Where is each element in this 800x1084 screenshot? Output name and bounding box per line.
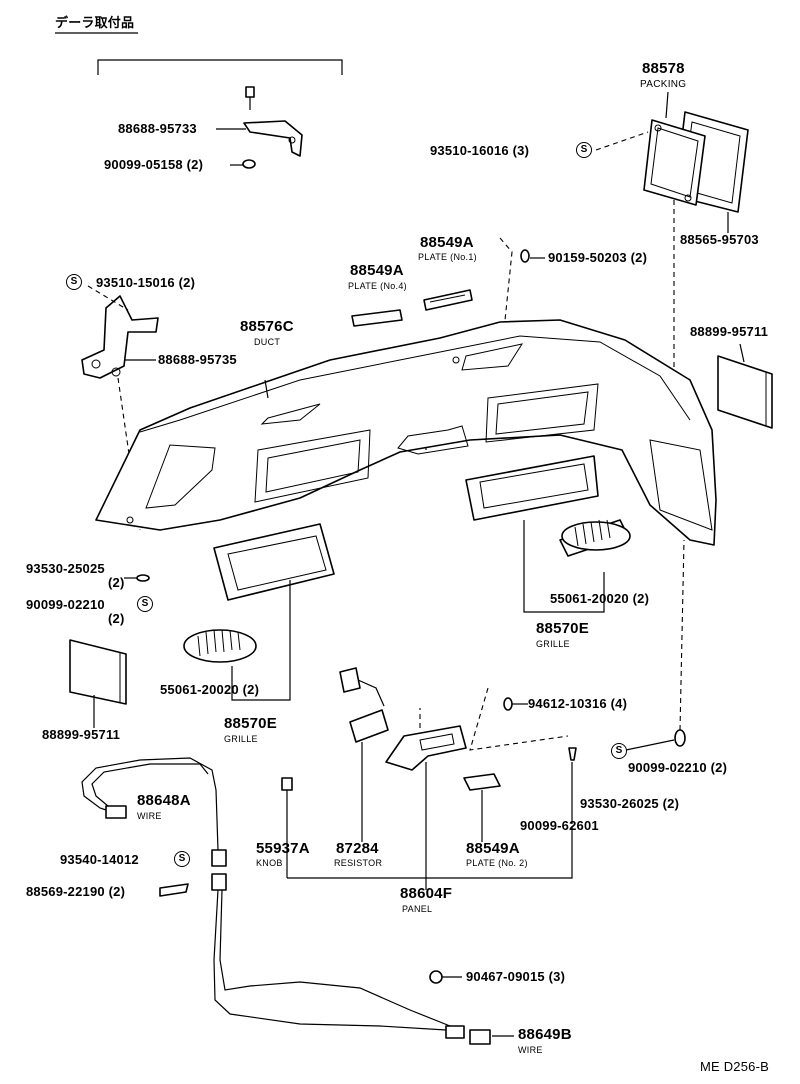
s-symbol: S bbox=[137, 596, 153, 612]
s-symbol: S bbox=[174, 851, 190, 867]
part-93510-16016: 93510-16016 (3) bbox=[430, 143, 530, 158]
part-88549A-no1-name: PLATE (No.1) bbox=[418, 252, 477, 262]
plate-no4 bbox=[351, 309, 403, 327]
part-55937A-name: KNOB bbox=[256, 858, 283, 868]
part-55061-20020-right: 55061-20020 (2) bbox=[550, 591, 650, 606]
part-88570E-right: 88570E bbox=[536, 620, 589, 637]
part-90099-02210-left: 90099-02210 bbox=[26, 597, 105, 612]
part-93530-26025: 93530-26025 (2) bbox=[580, 796, 680, 811]
part-88576C: 88576C bbox=[240, 318, 294, 335]
card-right bbox=[717, 343, 773, 429]
part-88649B-name: WIRE bbox=[518, 1045, 543, 1055]
s-symbol: S bbox=[576, 142, 592, 158]
part-88899-95711-right: 88899-95711 bbox=[690, 324, 769, 339]
part-88570E-right-name: GRILLE bbox=[536, 639, 570, 649]
part-87284: 87284 bbox=[336, 840, 379, 857]
part-88604F: 88604F bbox=[400, 885, 453, 902]
panel-88604F bbox=[385, 448, 569, 878]
part-55061-20020-left: 55061-20020 (2) bbox=[160, 682, 260, 697]
header-title: デーラ取付品 bbox=[55, 15, 135, 30]
part-88549A-no4-name: PLATE (No.4) bbox=[348, 281, 407, 291]
part-93530-25025-qty: (2) bbox=[108, 575, 125, 590]
part-88578: 88578 bbox=[642, 60, 685, 77]
part-93540-14012: 93540-14012 bbox=[60, 852, 139, 867]
part-88899-95711-left: 88899-95711 bbox=[42, 727, 121, 742]
grille-right bbox=[465, 455, 631, 613]
part-90099-62601: 90099-62601 bbox=[520, 818, 599, 833]
bracket-88688-95733 bbox=[216, 86, 303, 169]
s-symbol: S bbox=[66, 274, 82, 290]
part-55937A: 55937A bbox=[256, 840, 310, 857]
part-88570E-left: 88570E bbox=[224, 715, 277, 732]
part-88549A-no1: 88549A bbox=[420, 234, 474, 251]
plate-no1 bbox=[423, 289, 473, 311]
part-88578-name: PACKING bbox=[640, 79, 687, 90]
grille-left bbox=[183, 523, 335, 701]
part-88688-95735: 88688-95735 bbox=[158, 352, 237, 367]
wire-harness bbox=[81, 757, 514, 1045]
part-93530-25025: 93530-25025 bbox=[26, 561, 105, 576]
packing-88578 bbox=[595, 91, 749, 520]
s-symbol: S bbox=[611, 743, 627, 759]
part-90159-50203: 90159-50203 (2) bbox=[548, 250, 648, 265]
part-90099-05158: 90099-05158 (2) bbox=[104, 157, 204, 172]
part-88649B: 88649B bbox=[518, 1026, 572, 1043]
part-94612-10316: 94612-10316 (4) bbox=[528, 696, 628, 711]
part-88549A-no2: 88549A bbox=[466, 840, 520, 857]
part-88565-95703: 88565-95703 bbox=[680, 232, 759, 247]
part-88576C-name: DUCT bbox=[254, 337, 281, 347]
part-88570E-left-name: GRILLE bbox=[224, 734, 258, 744]
part-87284-name: RESISTOR bbox=[334, 858, 383, 868]
part-88648A: 88648A bbox=[137, 792, 191, 809]
part-88604F-name: PANEL bbox=[402, 904, 433, 914]
card-left bbox=[69, 639, 127, 728]
part-88569-22190: 88569-22190 (2) bbox=[26, 884, 126, 899]
diagram-code: ME D256-B bbox=[700, 1059, 769, 1074]
duct-88576C bbox=[95, 319, 717, 546]
part-88688-95733: 88688-95733 bbox=[118, 121, 197, 136]
part-93510-15016: 93510-15016 (2) bbox=[96, 275, 196, 290]
resistor-87284 bbox=[281, 667, 389, 878]
part-88549A-no2-name: PLATE (No. 2) bbox=[466, 858, 528, 868]
part-88549A-no4: 88549A bbox=[350, 262, 404, 279]
part-90099-02210-left-qty: (2) bbox=[108, 611, 125, 626]
part-88648A-name: WIRE bbox=[137, 811, 162, 821]
part-90467-09015: 90467-09015 (3) bbox=[466, 969, 566, 984]
part-90099-02210-right: 90099-02210 (2) bbox=[628, 760, 728, 775]
